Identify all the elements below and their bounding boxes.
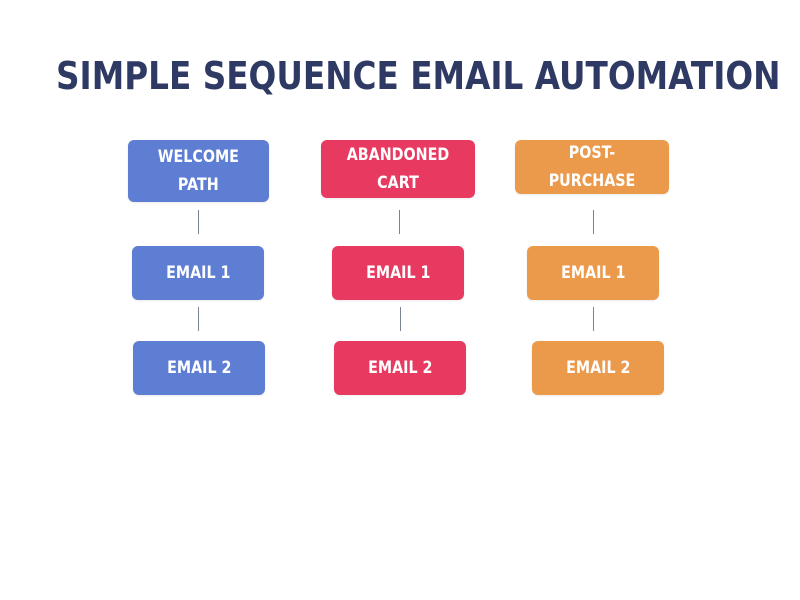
welcome-path-label: WELCOME PATH: [157, 147, 240, 195]
post-email-1-node: EMAIL 1: [527, 246, 659, 300]
cart-email-2-node: EMAIL 2: [334, 341, 466, 395]
post-email-2-label: EMAIL 2: [565, 358, 631, 378]
post-email-1-label: EMAIL 1: [560, 263, 626, 283]
cart-connector-1: [399, 210, 400, 234]
welcome-path-node: WELCOME PATH: [128, 140, 269, 202]
diagram-title: SIMPLE SEQUENCE EMAIL AUTOMATION: [56, 54, 781, 98]
cart-email-2-label: EMAIL 2: [367, 358, 433, 378]
post-connector-2: [593, 307, 594, 331]
cart-email-1-label: EMAIL 1: [365, 263, 431, 283]
post-purchase-label: POST-PURCHASE: [548, 143, 636, 191]
abandoned-cart-label: ABANDONED CART: [346, 145, 450, 193]
welcome-email-2-node: EMAIL 2: [133, 341, 265, 395]
welcome-email-2-label: EMAIL 2: [166, 358, 232, 378]
welcome-connector-1: [198, 210, 199, 234]
welcome-email-1-label: EMAIL 1: [165, 263, 231, 283]
cart-email-1-node: EMAIL 1: [332, 246, 464, 300]
post-purchase-node: POST-PURCHASE: [515, 140, 669, 194]
cart-connector-2: [400, 307, 401, 331]
post-email-2-node: EMAIL 2: [532, 341, 664, 395]
welcome-email-1-node: EMAIL 1: [132, 246, 264, 300]
welcome-connector-2: [198, 307, 199, 331]
post-connector-1: [593, 210, 594, 234]
abandoned-cart-node: ABANDONED CART: [321, 140, 475, 198]
